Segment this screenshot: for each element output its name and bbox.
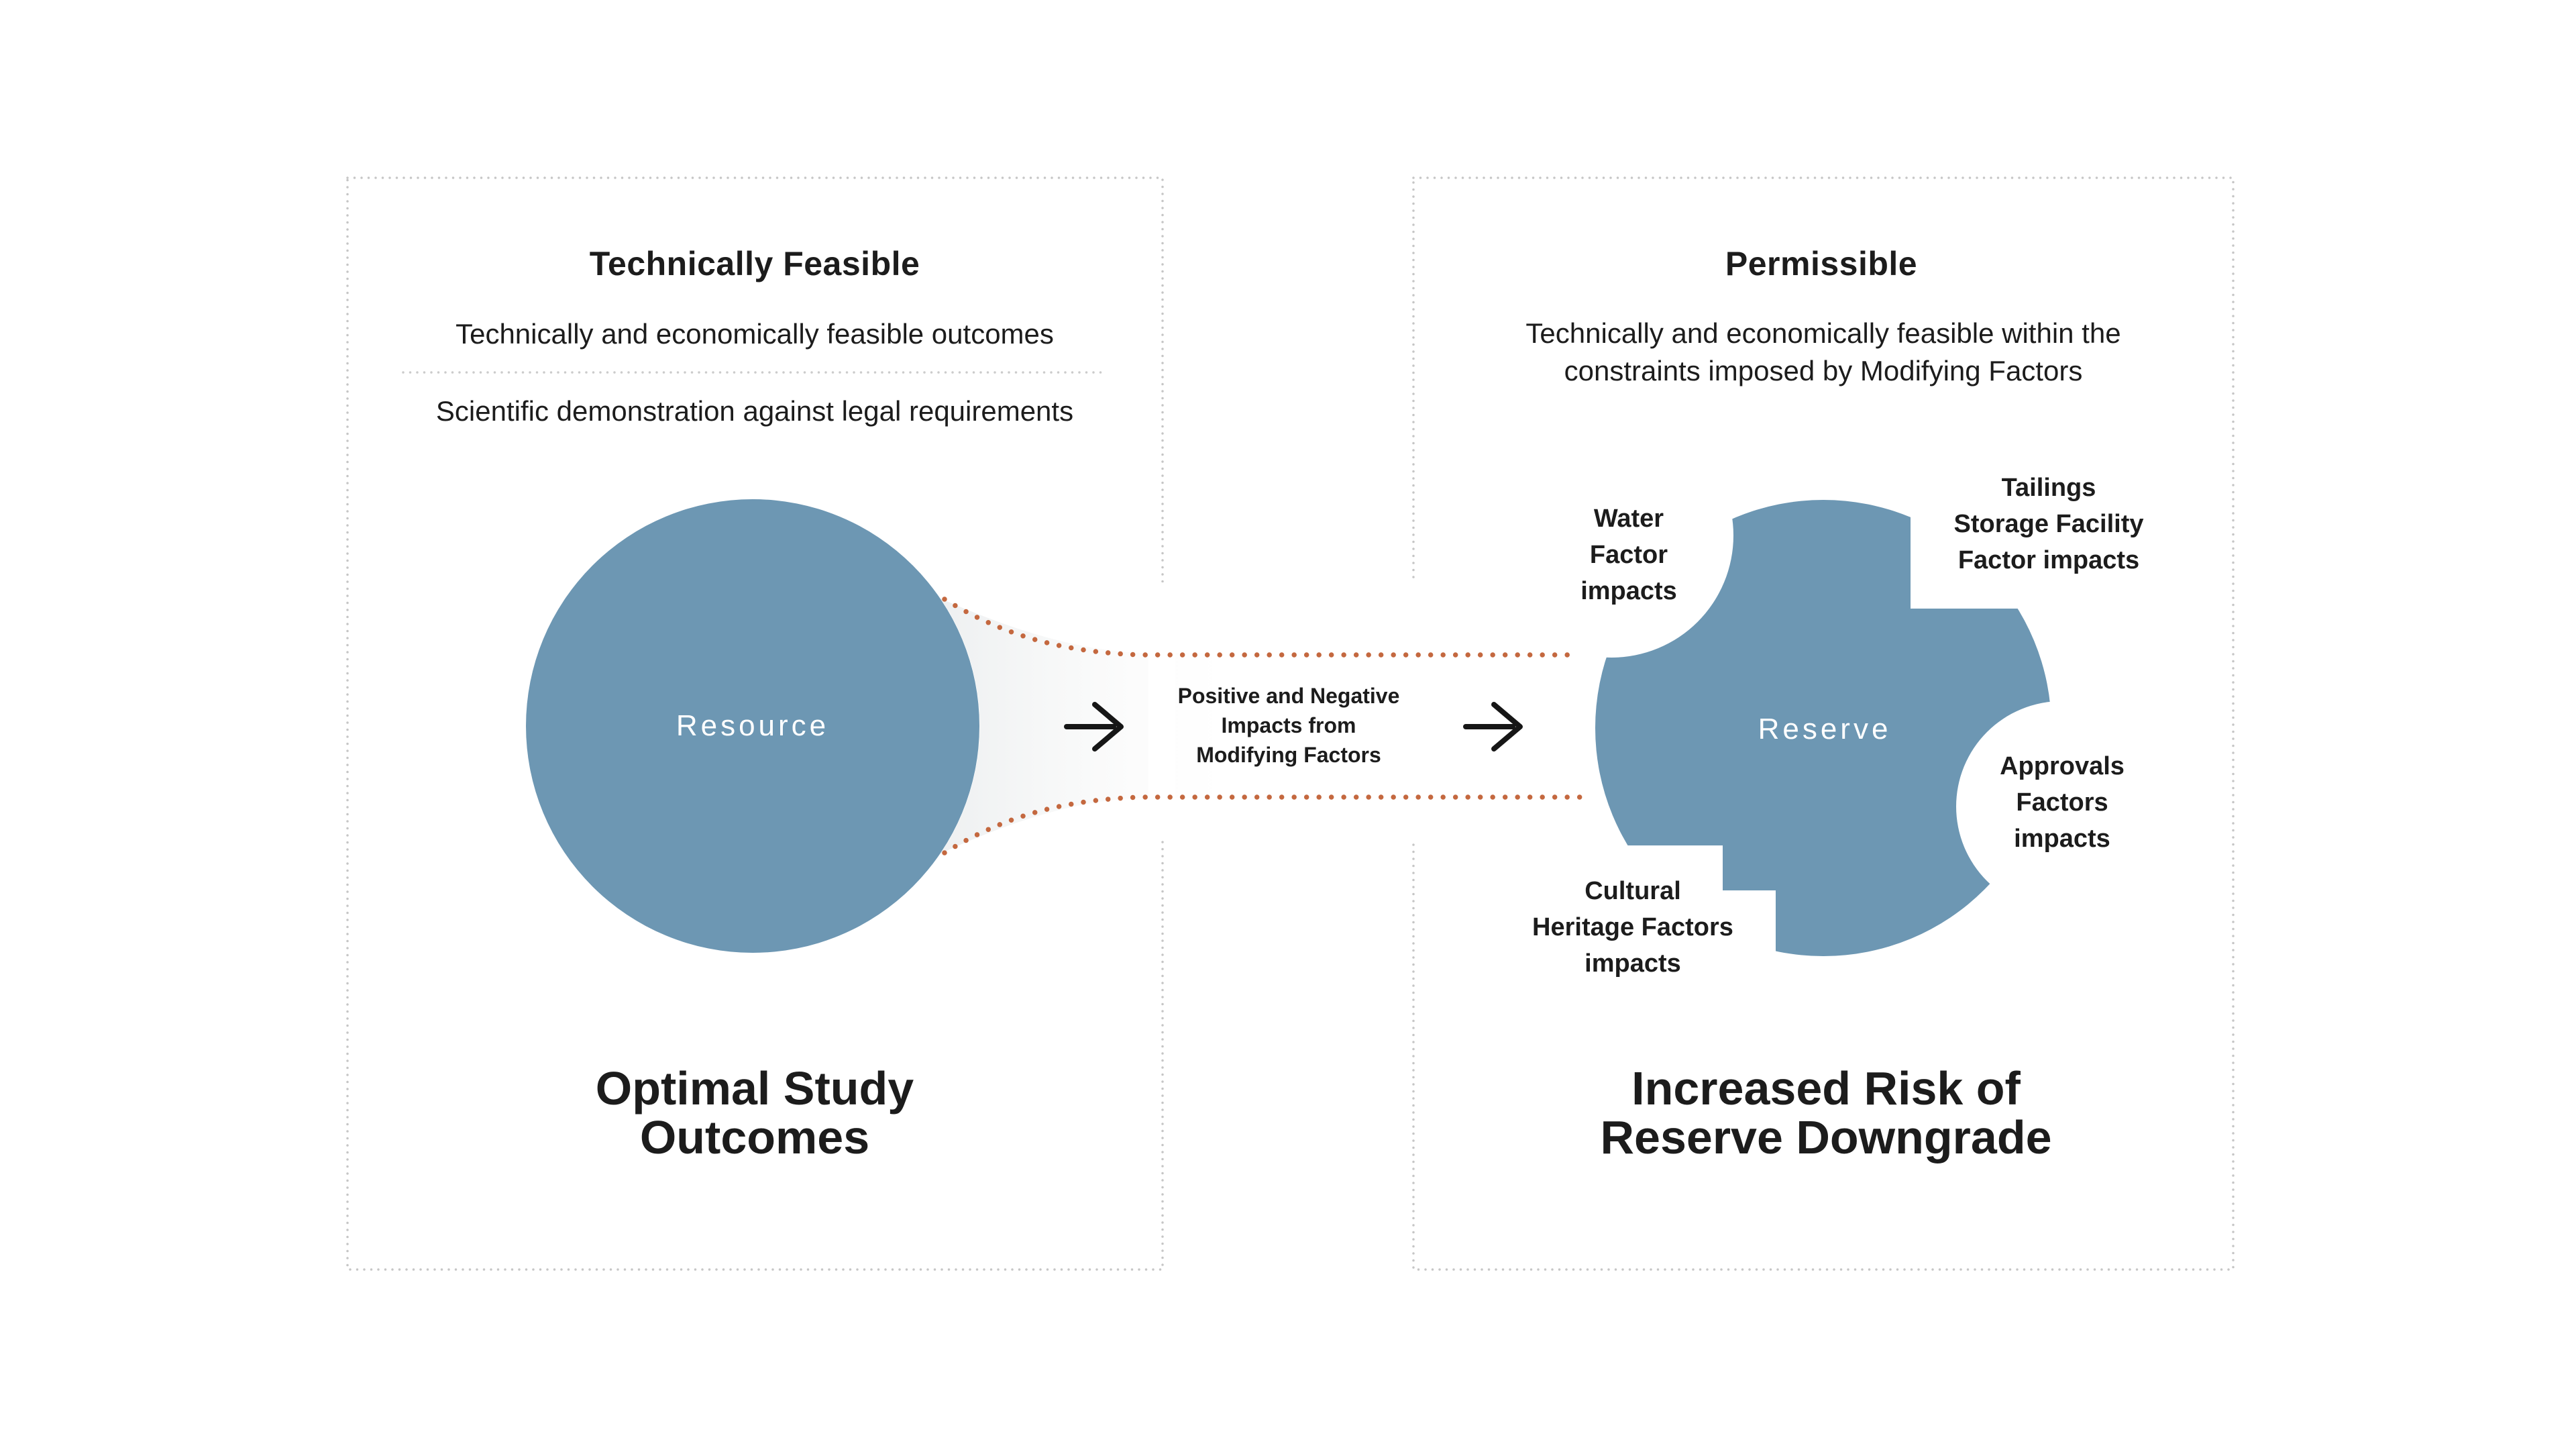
- right-panel-footer-line-1: Increased Risk of: [1631, 1062, 2021, 1115]
- water-factor-label: Water Factor impacts: [1580, 501, 1677, 609]
- cultural-factor-label: Cultural Heritage Factors impacts: [1532, 873, 1733, 982]
- right-panel-description-line-2: constraints imposed by Modifying Factors: [1564, 355, 2083, 386]
- approvals-factor-line-1: Approvals: [2000, 752, 2125, 780]
- left-panel-footer: Optimal Study Outcomes: [596, 1064, 914, 1162]
- left-panel-description-1: Technically and economically feasible ou…: [455, 318, 1054, 350]
- flow-impacts-label: Positive and Negative Impacts from Modif…: [1178, 681, 1400, 770]
- flow-arrow-left-icon: [1064, 702, 1124, 752]
- approvals-factor-line-3: impacts: [2014, 825, 2110, 853]
- flow-impacts-line-3: Modifying Factors: [1196, 743, 1381, 767]
- cultural-factor-line-2: Heritage Factors: [1532, 913, 1733, 941]
- flow-impacts-line-1: Positive and Negative: [1177, 684, 1400, 708]
- tailings-factor-line-2: Storage Facility: [1953, 510, 2144, 538]
- flow-impacts-line-2: Impacts from: [1221, 713, 1356, 737]
- resource-label: Resource: [676, 709, 830, 742]
- left-panel-footer-line-2: Outcomes: [639, 1111, 870, 1163]
- right-panel-description: Technically and economically feasible wi…: [1525, 315, 2121, 390]
- right-panel-title: Permissible: [1725, 245, 1918, 282]
- left-panel-title: Technically Feasible: [589, 245, 920, 282]
- approvals-factor-line-2: Factors: [2016, 788, 2108, 817]
- reserve-label: Reserve: [1758, 713, 1892, 745]
- cultural-factor-line-3: impacts: [1585, 949, 1681, 978]
- dotted-line-top: [942, 597, 1578, 658]
- funnel-shape: [941, 599, 1605, 853]
- right-panel-footer: Increased Risk of Reserve Downgrade: [1600, 1064, 2051, 1162]
- border-cover-right: [1405, 582, 1432, 840]
- left-panel-border: [346, 176, 1164, 1271]
- water-factor-line-3: impacts: [1580, 577, 1677, 605]
- right-panel-border: [1412, 176, 2235, 1271]
- water-factor-line-2: Factor: [1589, 541, 1668, 569]
- tailings-factor-line-3: Factor impacts: [1957, 546, 2140, 574]
- reserve-shape: [1595, 500, 2051, 956]
- right-panel-description-line-1: Technically and economically feasible wi…: [1525, 317, 2121, 349]
- approvals-factor-label: Approvals Factors impacts: [2000, 748, 2125, 857]
- tailings-factor-line-1: Tailings: [2001, 474, 2096, 502]
- flow-arrow-right-icon: [1463, 702, 1523, 752]
- left-panel-footer-line-1: Optimal Study: [595, 1062, 914, 1115]
- border-cover-left: [1148, 582, 1175, 840]
- cultural-factor-line-1: Cultural: [1585, 877, 1681, 905]
- left-panel-description-2: Scientific demonstration against legal r…: [435, 395, 1074, 427]
- dotted-line-bottom: [942, 794, 1582, 856]
- resource-circle: [526, 499, 979, 953]
- tailings-factor-label: Tailings Storage Facility Factor impacts: [1954, 470, 2144, 578]
- water-factor-line-1: Water: [1593, 505, 1664, 533]
- right-panel-footer-line-2: Reserve Downgrade: [1600, 1111, 2052, 1163]
